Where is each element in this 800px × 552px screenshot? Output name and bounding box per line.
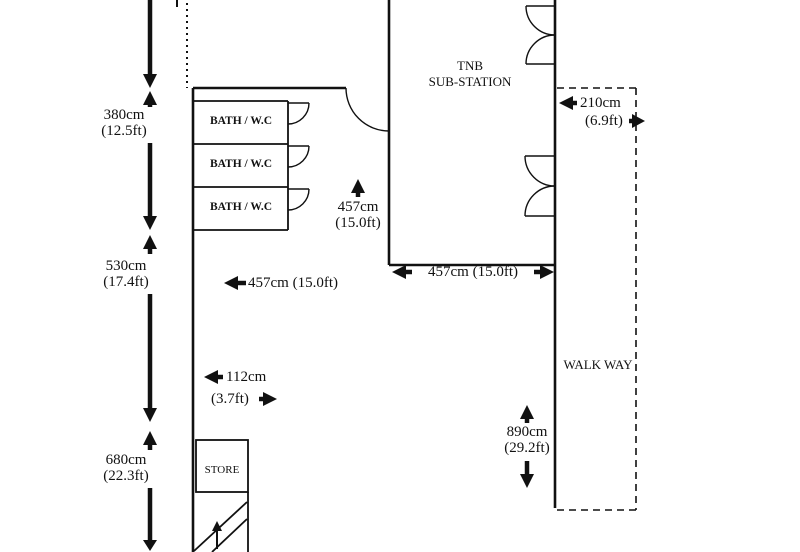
dim-457v-arrow	[351, 179, 365, 197]
walkway-label: WALK WAY	[563, 357, 633, 372]
left-head	[559, 96, 573, 110]
up-head	[143, 235, 157, 249]
dim-457-left-arrow	[224, 276, 246, 290]
dim-457-right-label: 457cm (15.0ft)	[428, 264, 518, 280]
dim-457v-label: 457cm (15.0ft)	[320, 199, 396, 231]
dim-380-arrows	[143, 91, 157, 230]
right-head	[632, 114, 645, 128]
left-head	[204, 370, 218, 384]
down-head	[143, 216, 157, 230]
down-head	[143, 408, 157, 422]
up-head	[143, 431, 157, 445]
bath-block	[193, 100, 289, 231]
substation-label: TNB SUB-STATION	[400, 58, 540, 90]
dim-457-right-arrows	[392, 265, 554, 279]
dim-380-cm: 380cm	[103, 107, 145, 123]
stair-direction-arrow	[212, 521, 222, 549]
dim-112-arrows	[204, 370, 277, 406]
dim-210-arrows	[559, 96, 645, 128]
bath3-label: BATH / W.C	[209, 201, 273, 213]
up-head	[520, 405, 534, 419]
dim-112-ft: (3.7ft)	[211, 391, 249, 407]
bath-doors	[287, 102, 310, 211]
dim-530-label: 530cm (17.4ft)	[84, 258, 168, 290]
dimension-arrows	[143, 0, 645, 551]
up-head	[351, 179, 365, 193]
right-head	[540, 265, 554, 279]
stair-diagonal-1	[193, 501, 248, 552]
dotted-boundary	[176, 0, 188, 88]
dim-680-arrows	[143, 431, 157, 551]
dim-457-left-label: 457cm (15.0ft)	[248, 275, 338, 291]
dim-112-cm: 112cm	[226, 369, 267, 385]
dim-top-down-arrow	[143, 0, 157, 88]
walls	[191, 0, 557, 552]
dim-530-cm: 530cm	[105, 258, 147, 274]
dim-210-cm: 210cm	[580, 95, 621, 111]
bath2-door-arc	[287, 145, 310, 168]
dim-530-ft: (17.4ft)	[103, 274, 149, 290]
bath2-label: BATH / W.C	[209, 158, 273, 170]
dim-457v-ft: (15.0ft)	[335, 215, 381, 231]
bath3-door-arc	[287, 188, 310, 211]
down-head	[143, 540, 157, 551]
dim-380-ft: (12.5ft)	[101, 123, 147, 139]
dim-680-cm: 680cm	[105, 452, 147, 468]
dim-680-ft: (22.3ft)	[103, 468, 149, 484]
substation-label-line2: SUB-STATION	[428, 74, 512, 89]
dim-457v-cm: 457cm	[337, 199, 379, 215]
door-b-arc-bottom	[524, 185, 556, 217]
door-a-arc-bottom	[525, 34, 556, 65]
store-room	[195, 439, 249, 493]
dim-890-cm: 890cm	[506, 424, 548, 440]
store-and-stairs	[193, 439, 249, 552]
dim-530-arrows	[143, 235, 157, 422]
door-b-arc-top	[524, 155, 556, 187]
stair-arrow-head	[212, 521, 222, 531]
head	[143, 74, 157, 88]
store-label: STORE	[204, 464, 240, 476]
dim-890-label: 890cm (29.2ft)	[487, 424, 567, 456]
left-head	[392, 265, 406, 279]
bath1-label: BATH / W.C	[209, 115, 273, 127]
dim-210-ft: (6.9ft)	[585, 113, 623, 129]
down-head	[520, 474, 534, 488]
dim-380-label: 380cm (12.5ft)	[82, 107, 166, 139]
right-head	[263, 392, 277, 406]
entrance-door-arc	[345, 87, 390, 132]
up-head	[143, 91, 157, 105]
bath1-door-arc	[287, 102, 310, 125]
substation-label-line1: TNB	[457, 58, 483, 73]
walkway-dashed-boundary	[557, 87, 637, 511]
left-head	[224, 276, 238, 290]
dim-890-ft: (29.2ft)	[504, 440, 550, 456]
entrance-door	[345, 87, 390, 132]
dim-680-label: 680cm (22.3ft)	[84, 452, 168, 484]
door-a-arc-top	[525, 5, 556, 36]
substation-doors	[524, 5, 556, 217]
dim-890-arrows	[520, 405, 534, 488]
